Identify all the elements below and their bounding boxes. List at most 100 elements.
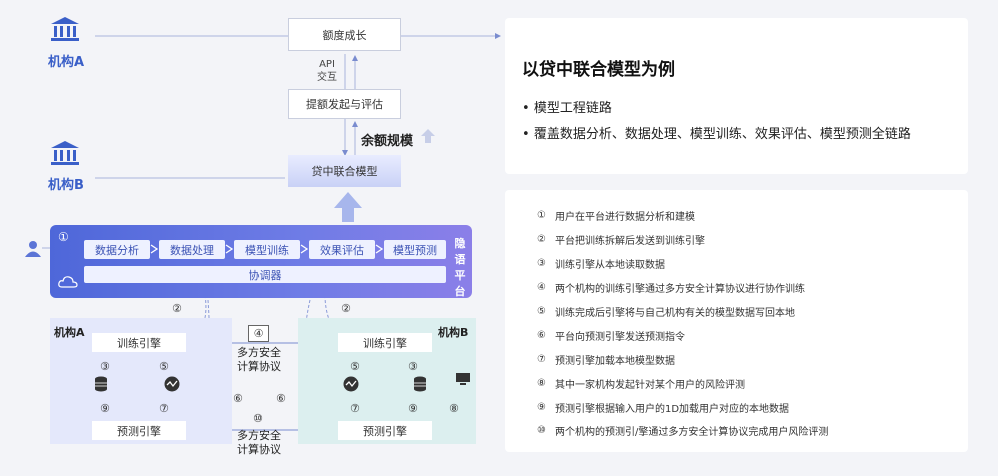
steps-panel [505,190,968,452]
summary-title: 以贷中联合模型为例 [522,60,675,80]
step-text: 预测引擎根据输入用户的1D加载用户对应的本地数据 [555,403,790,415]
list-item: ① 用户在平台进行数据分析和建模 [537,204,957,228]
balance-scale-label: 余额规模 [361,134,414,149]
org-b-num-3: ③ [408,360,418,373]
step-num: ⑦ [537,353,546,365]
step-num: ⑨ [537,401,546,413]
summary-bullet: • 模型工程链路 [522,101,612,116]
step-effect-eval[interactable]: 效果评估 [309,240,375,259]
org-a-predict-engine: 预测引擎 [92,421,186,440]
list-item: ⑤ 训练完成后引擎将与自己机构有关的模型数据写回本地 [537,300,957,324]
list-item: ⑨ 预测引擎根据输入用户的1D加载用户对应的本地数据 [537,395,957,419]
step-num: ② [537,234,546,246]
list-item: ② 平台把训练拆解后发送到训练引擎 [537,228,957,252]
institution-a [50,16,80,46]
limit-growth-box: 额度成长 [288,18,401,51]
platform-side-text: 隐语平台 [454,237,466,298]
mpc-train-line1: 多方安全 [237,346,281,359]
step-text: 两个机构的预测引/擎通过多方安全计算协议完成用户风险评测 [555,427,829,439]
num-6-left: ⑥ [233,392,243,405]
step-num: ⑩ [537,425,546,437]
step-num: ⑤ [537,306,546,317]
org-a-num-7: ⑦ [159,402,169,415]
api-line2: 交互 [317,72,337,83]
org-a-label: 机构A [54,326,85,339]
step-data-processing[interactable]: 数据处理 [159,240,225,259]
step-text: 用户在平台进行数据分析和建模 [555,212,695,224]
step-text: 训练引擎从本地读取数据 [555,260,665,272]
num-2-left: ② [172,302,182,315]
org-b-label: 机构B [438,326,469,339]
mpc-predict-line2: 计算协议 [237,443,281,456]
org-b-predict-engine: 预测引擎 [338,421,432,440]
chevron-right-icon [225,244,234,254]
model-icon [164,376,180,392]
chevron-right-icon [150,244,159,254]
org-b-train-engine: 训练引擎 [338,333,432,352]
summary-bullet: • 覆盖数据分析、数据处理、模型训练、效果评估、模型预测全链路 [522,127,911,142]
platform-side-label: 隐语平台 [451,236,469,300]
chevron-right-icon [375,244,384,254]
institution-b-label: 机构B [48,178,84,193]
step-num: ④ [537,282,546,294]
growth-arrow-icon [421,129,435,143]
loan-model-box: 贷中联合模型 [288,155,401,187]
mpc-label-predict: 多方安全 计算协议 [232,429,286,457]
list-item: ⑩ 两个机构的预测引/擎通过多方安全计算协议完成用户风险评测 [537,419,957,443]
step-num: ⑥ [537,329,546,341]
api-label: API 交互 [312,58,342,84]
secretflow-platform [50,225,472,298]
database-icon [95,376,107,392]
summary-bullet-text: 覆盖数据分析、数据处理、模型训练、效果评估、模型预测全链路 [533,127,911,142]
mpc-label-train: 多方安全 计算协议 [232,346,286,374]
summary-bullets: • 模型工程链路 • 覆盖数据分析、数据处理、模型训练、效果评估、模型预测全链路 [522,96,911,148]
database-icon [414,376,426,392]
step-text: 平台把训练拆解后发送到训练引擎 [555,236,705,248]
platform-step-num: ① [58,230,69,244]
org-b-num-8: ⑧ [449,402,459,415]
list-item: ④ 两个机构的训练引擎通过多方安全计算协议进行协作训练 [537,276,957,300]
step-text: 预测引擎加载本地模型数据 [555,355,675,367]
mpc-train-line2: 计算协议 [237,360,281,373]
step-model-predict[interactable]: 模型预测 [384,240,446,259]
steps-list: ① 用户在平台进行数据分析和建模 ② 平台把训练拆解后发送到训练引擎 ③ 训练引擎从本… [537,204,957,443]
summary-bullet-text: 模型工程链路 [533,101,612,116]
terminal-icon [456,373,470,385]
list-item: ③ 训练引擎从本地读取数据 [537,252,957,276]
list-item: ⑦ 预测引擎加载本地模型数据 [537,347,957,371]
chevron-right-icon [300,244,309,254]
step-model-training[interactable]: 模型训练 [234,240,300,259]
cloud-icon [58,276,78,288]
mpc-predict-line1: 多方安全 [237,429,281,442]
coordinator-bar[interactable]: 协调器 [84,266,446,283]
institution-a-label: 机构A [48,55,85,70]
user-icon [25,241,41,257]
institution-b [50,140,80,170]
step-text: 训练完成后引擎将与自己机构有关的模型数据写回本地 [555,308,795,319]
org-a-train-engine: 训练引擎 [92,333,186,352]
step-text: 平台向预测引擎发送预测指令 [555,331,685,343]
api-line1: API [319,59,335,70]
org-b-num-5: ⑤ [350,360,360,373]
num-6-right: ⑥ [276,392,286,405]
bank-icon [51,141,79,165]
summary-panel [505,18,968,174]
step-data-analysis[interactable]: 数据分析 [84,240,150,259]
model-icon [343,376,359,392]
num-2-right: ② [341,302,351,315]
org-a-num-3: ③ [100,360,110,373]
step-text: 两个机构的训练引擎通过多方安全计算协议进行协作训练 [555,284,805,296]
list-item: ⑧ 其中一家机构发起针对某个用户的风险评测 [537,371,957,395]
num-4: ④ [248,325,269,342]
org-b-num-9: ⑨ [408,402,418,415]
withdraw-eval-box: 提额发起与评估 [288,89,401,119]
list-item: ⑥ 平台向预测引擎发送预测指令 [537,323,957,347]
org-b-num-7: ⑦ [350,402,360,415]
step-num: ① [537,210,546,222]
bank-icon [51,17,79,41]
step-num: ③ [537,258,546,270]
step-text: 其中一家机构发起针对某个用户的风险评测 [555,379,745,391]
step-num: ⑧ [537,377,546,389]
org-a-num-5: ⑤ [159,360,169,373]
num-10: ⑩ [253,412,263,425]
